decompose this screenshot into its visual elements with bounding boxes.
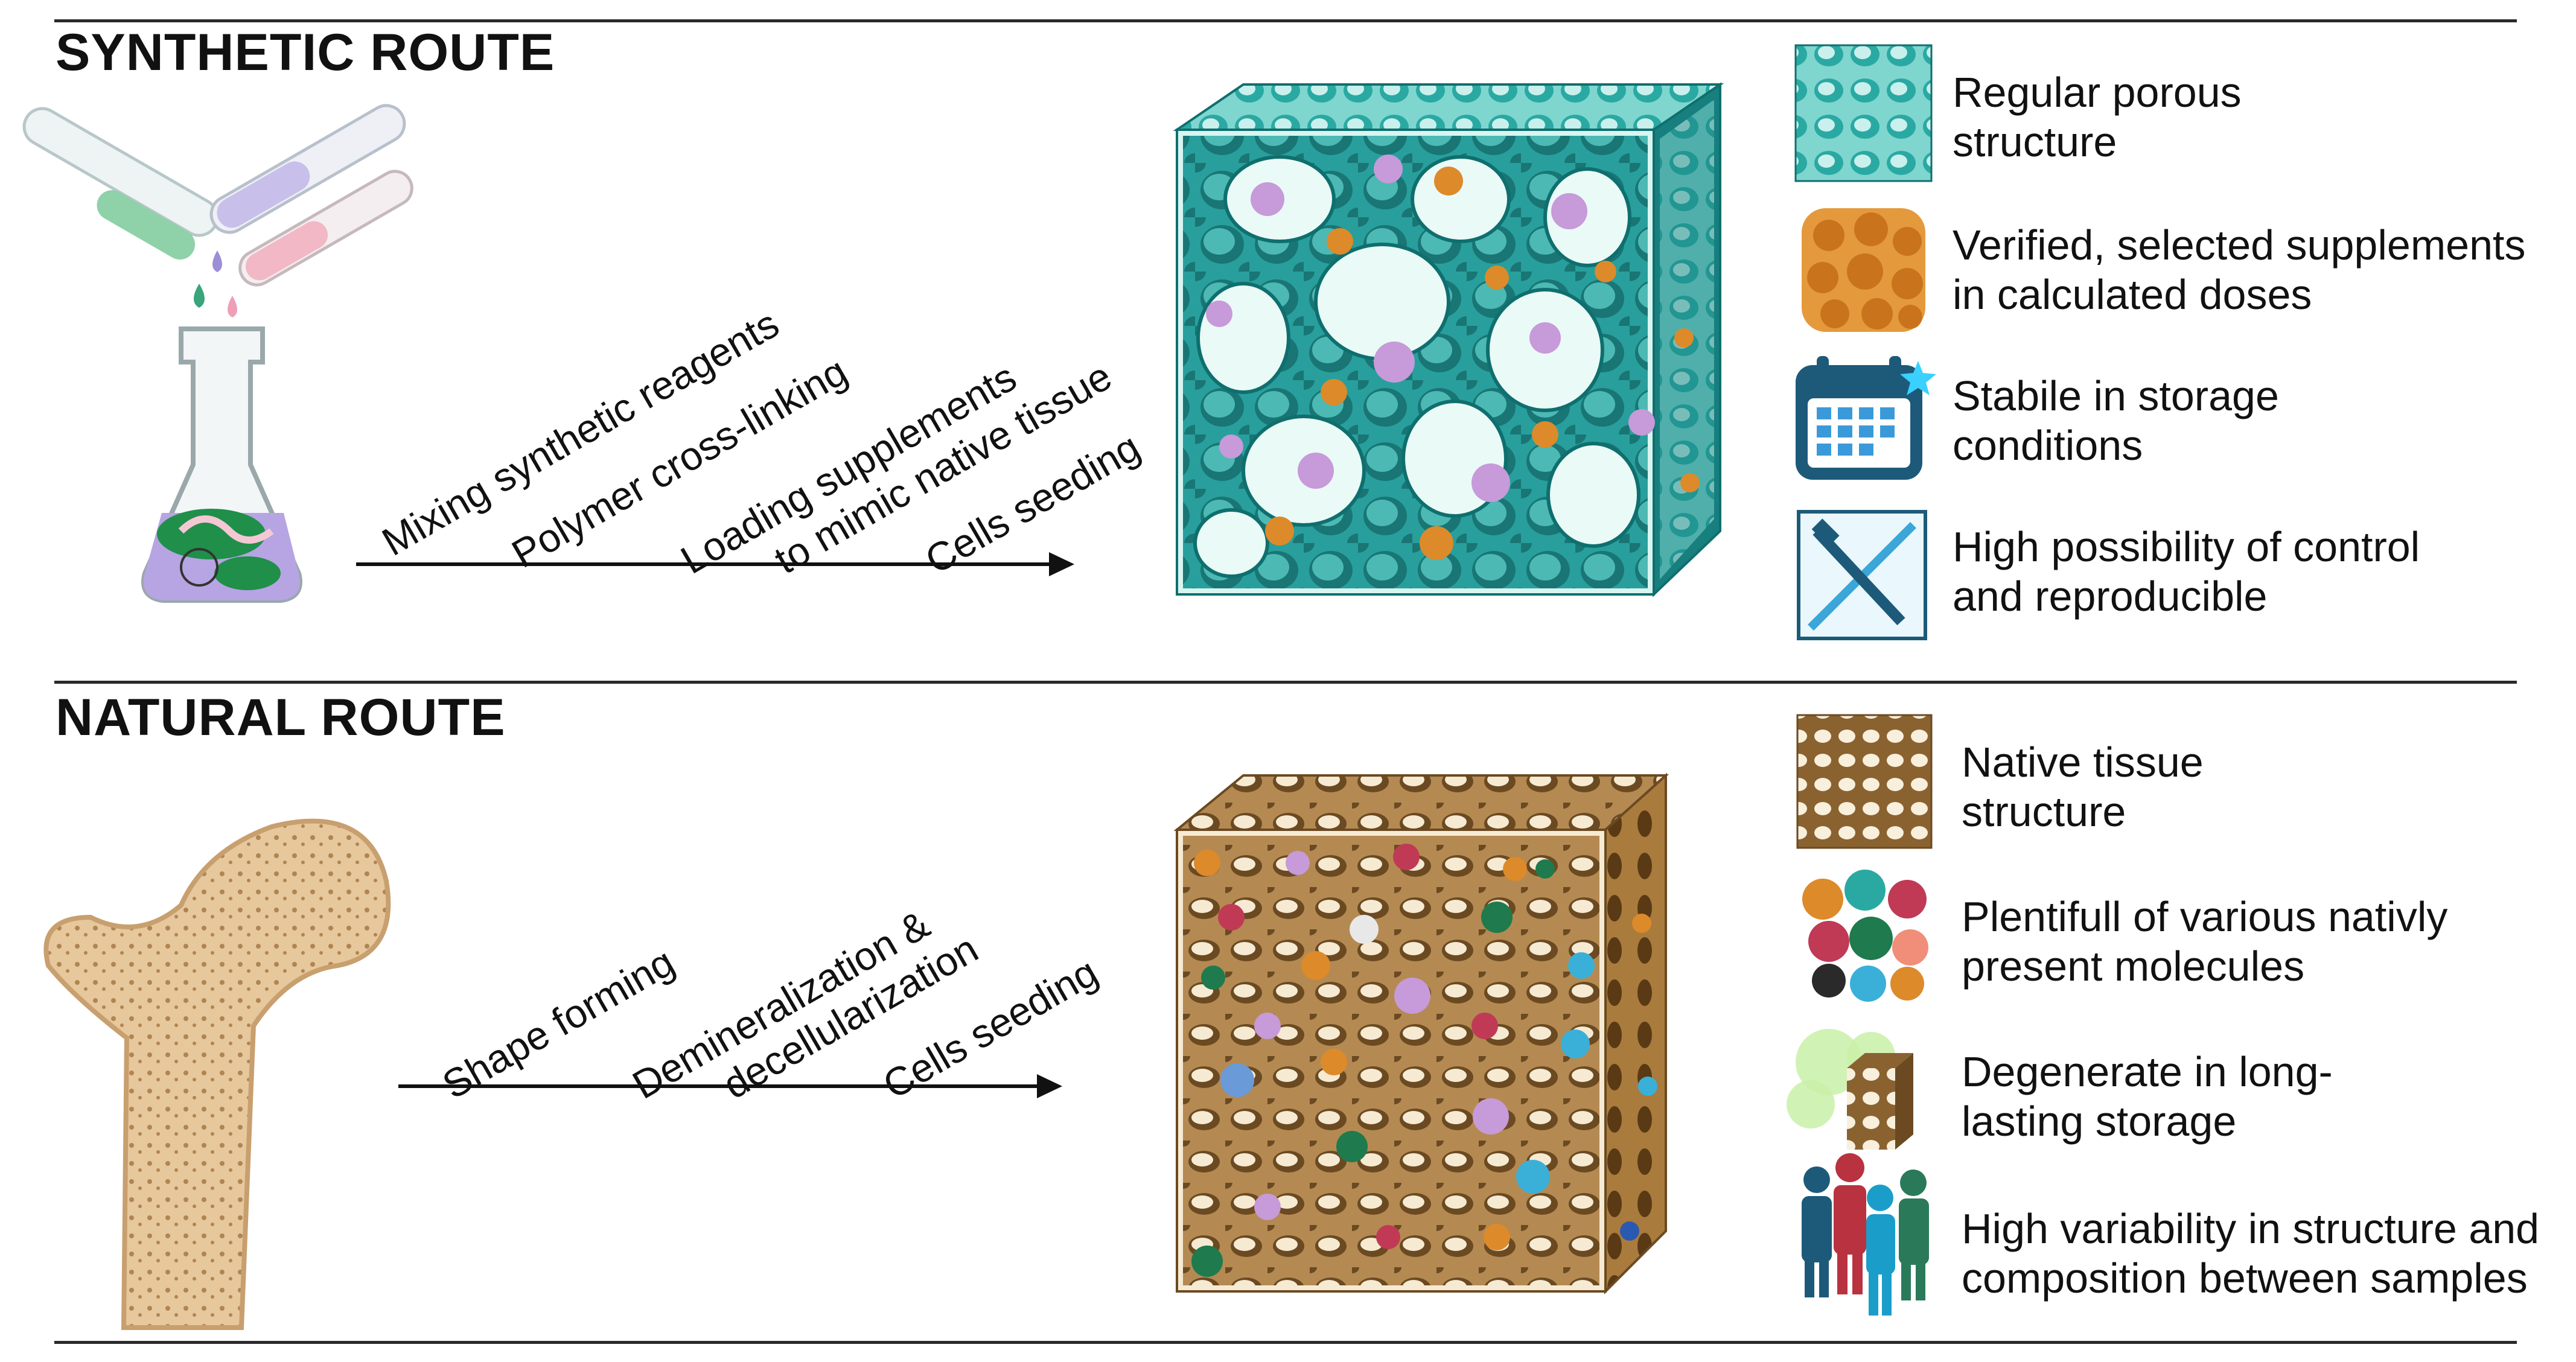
natural-scaffold-cube [1173,772,1669,1294]
natural-property-degenerate: Degenerate in long- lasting storage [1962,1047,2333,1146]
property-line: lasting storage [1962,1098,2237,1145]
middle-divider [54,681,2517,684]
porous-pattern-icon [1794,44,1933,182]
natural-property-structure: Native tissue structure [1962,737,2204,836]
property-line: structure [1953,118,2117,165]
property-line: conditions [1953,422,2143,469]
femur-bone-icon [43,818,391,1330]
synthetic-property-control: High possibility of control and reproduc… [1953,522,2420,621]
bottom-divider [54,1341,2517,1344]
property-line: Degenerate in long- [1962,1048,2333,1095]
people-group-icon [1802,1153,1929,1316]
top-divider [54,19,2517,22]
property-line: present molecules [1962,943,2305,990]
molecule-cluster-icon [1802,870,1928,1002]
property-line: Stabile in storage [1953,372,2279,419]
synthetic-property-storage: Stabile in storage conditions [1953,371,2279,470]
natural-route-title: NATURAL ROUTE [56,689,506,746]
property-line: in calculated doses [1953,271,2312,318]
property-line: Native tissue [1962,739,2204,786]
property-line: structure [1962,788,2126,835]
property-line: Plentifull of various nativly [1962,893,2448,940]
test-tube-pink-icon [238,170,413,287]
test-tube-purple-icon [209,104,406,234]
calendar-icon [1796,356,1936,480]
synthetic-property-supplements: Verified, selected supplements in calcul… [1953,220,2525,319]
synthetic-property-porous: Regular porous structure [1953,68,2242,167]
natural-property-molecules: Plentifull of various nativly present mo… [1962,892,2447,991]
property-line: High variability in structure and [1962,1205,2540,1252]
synthetic-route-title: SYNTHETIC ROUTE [56,24,555,81]
property-line: High possibility of control [1953,523,2420,570]
test-tube-green-icon [22,107,219,260]
property-line: and reproducible [1953,573,2268,620]
synthetic-scaffold-cube [1173,82,1724,597]
pipette-scalpel-icon [1797,510,1927,640]
property-line: Verified, selected supplements [1953,221,2526,269]
property-line: Regular porous [1953,69,2242,116]
property-line: composition between samples [1962,1255,2528,1302]
natural-property-variability: High variability in structure and compos… [1962,1204,2539,1303]
mixing-flask-icon [141,326,302,603]
degrading-scaffold-icon [1787,1029,1913,1150]
bone-pattern-icon [1796,714,1933,849]
supplement-cluster-icon [1802,208,1925,332]
